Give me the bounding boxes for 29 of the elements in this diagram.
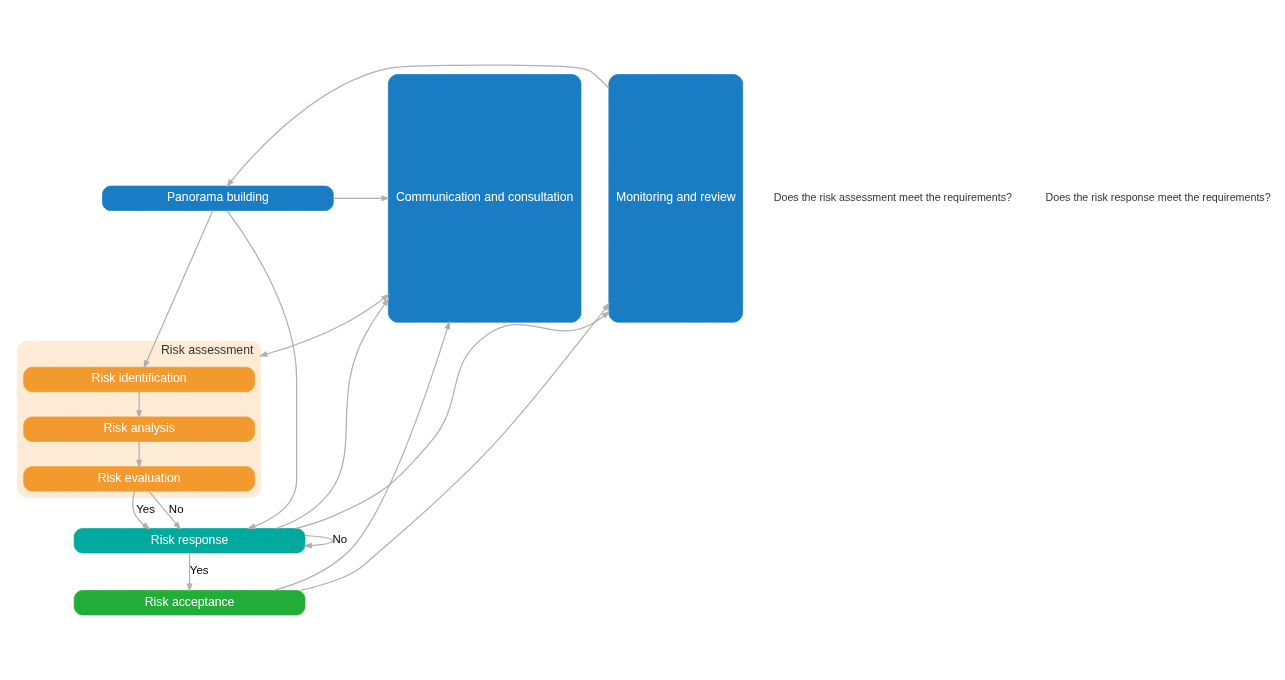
node-box: Monitoring and review bbox=[608, 74, 743, 323]
arrow bbox=[275, 297, 390, 530]
node-box: Risk analysis bbox=[23, 416, 255, 442]
node-box: Panorama building bbox=[102, 185, 334, 211]
arrow bbox=[136, 441, 143, 469]
arrow bbox=[136, 391, 143, 419]
edge-label: No bbox=[332, 533, 348, 546]
arrow bbox=[148, 490, 182, 530]
edge-label: Yes bbox=[189, 564, 209, 577]
arrow bbox=[294, 310, 611, 530]
arrow bbox=[143, 210, 214, 369]
edge-label: Yes bbox=[136, 502, 155, 515]
arrow bbox=[303, 535, 334, 549]
arrow bbox=[226, 64, 610, 188]
node-box: Risk acceptance bbox=[73, 590, 306, 616]
edge-label: No bbox=[168, 502, 184, 515]
label: Does the risk response meet the requirements? bbox=[1045, 191, 1271, 204]
node-box: Risk identification bbox=[23, 366, 255, 393]
arrow bbox=[332, 195, 390, 202]
arrow bbox=[226, 210, 298, 530]
arrow bbox=[186, 552, 193, 593]
node-box: Communication and consultation bbox=[387, 74, 582, 323]
label: Does the risk assessment meet the requirements? bbox=[773, 191, 1012, 204]
arrow bbox=[132, 490, 151, 530]
node-box: Risk response bbox=[73, 528, 306, 554]
arrow bbox=[300, 302, 610, 592]
arrow bbox=[273, 320, 451, 592]
node-box: Risk evaluation bbox=[23, 466, 255, 492]
arrow bbox=[258, 293, 390, 357]
